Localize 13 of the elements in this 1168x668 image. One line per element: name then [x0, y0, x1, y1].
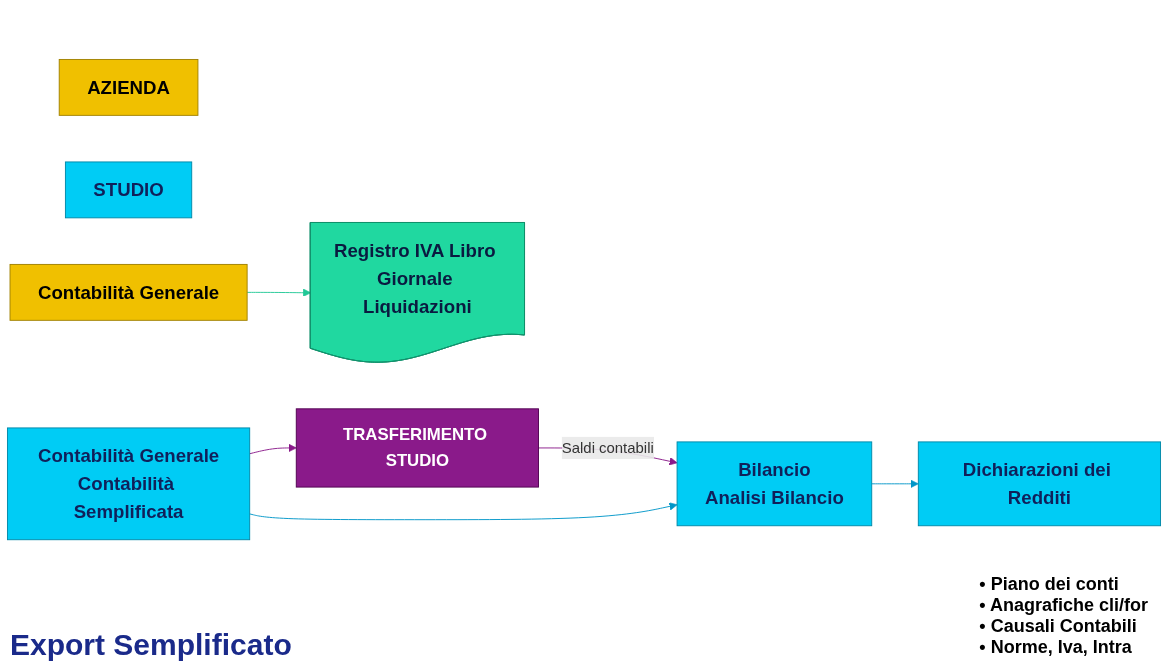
bullet-item: • Causali Contabili [979, 616, 1138, 637]
node-box: STUDIO [64, 161, 193, 219]
bullet-item: • Anagrafiche cli/for [979, 595, 1148, 616]
bullet-item: • Piano dei conti [979, 574, 1120, 595]
node-box: AZIENDA [58, 59, 199, 117]
edge-label: Saldi contabili [561, 439, 654, 456]
caption: Export Semplificato [10, 628, 292, 662]
node-box: Contabilità Generale [9, 264, 248, 322]
node-box: Contabilità Generale Contabilità Semplificata [7, 427, 251, 541]
node-box: TRASFERIMENTO STUDIO [295, 408, 539, 488]
node-box: Dichiarazioni dei Redditi [917, 441, 1161, 527]
node-box: Bilancio Analisi Bilancio [676, 441, 873, 527]
bullet-item: • Norme, Iva, Intra [979, 637, 1133, 658]
